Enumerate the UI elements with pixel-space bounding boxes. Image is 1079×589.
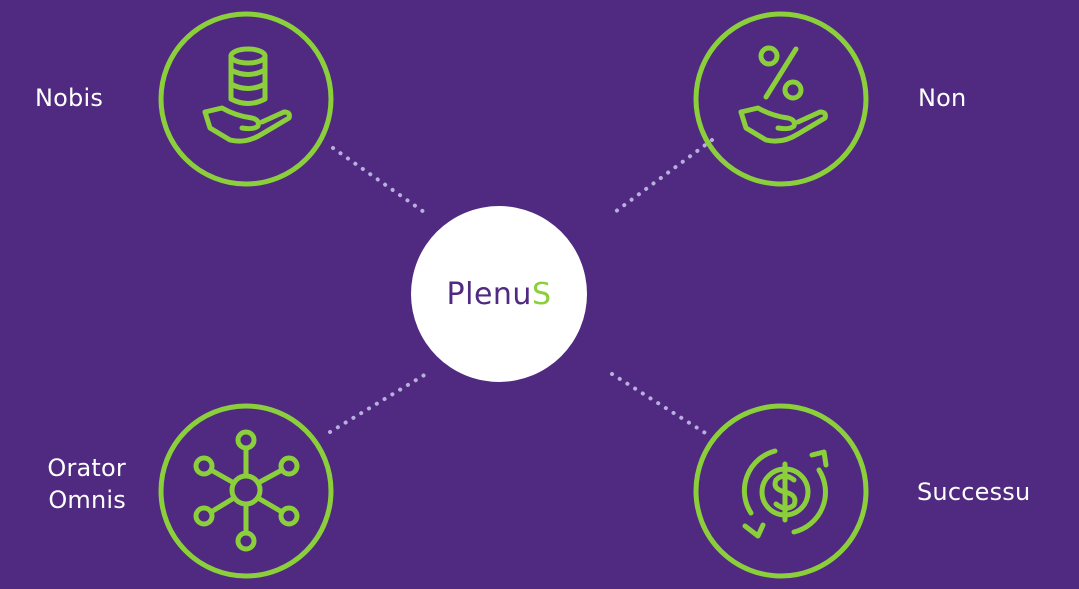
node-ring-top-left xyxy=(158,11,334,187)
connector-bottom-right xyxy=(610,372,712,438)
node-label-top-left: Nobis xyxy=(35,84,104,112)
coins-on-hand-icon xyxy=(202,46,292,144)
percent-on-hand-icon xyxy=(738,45,828,144)
connector-top-left xyxy=(331,146,426,214)
hub-brand-main: Plenu xyxy=(446,276,532,312)
node-ring-top-right xyxy=(693,11,869,187)
network-hub-icon xyxy=(193,429,300,552)
node-ring-bottom-right xyxy=(693,403,869,579)
node-label-bottom-left: Orator Omnis xyxy=(47,454,126,514)
connector-bottom-left xyxy=(328,372,428,434)
hub-brand-accent: S xyxy=(531,276,552,312)
dollar-cycle-icon xyxy=(741,448,829,539)
node-ring-bottom-left xyxy=(158,403,334,579)
node-label-top-right: Non xyxy=(918,84,967,112)
node-label-bottom-right: Successu xyxy=(917,478,1031,506)
connector-top-right xyxy=(613,138,714,214)
